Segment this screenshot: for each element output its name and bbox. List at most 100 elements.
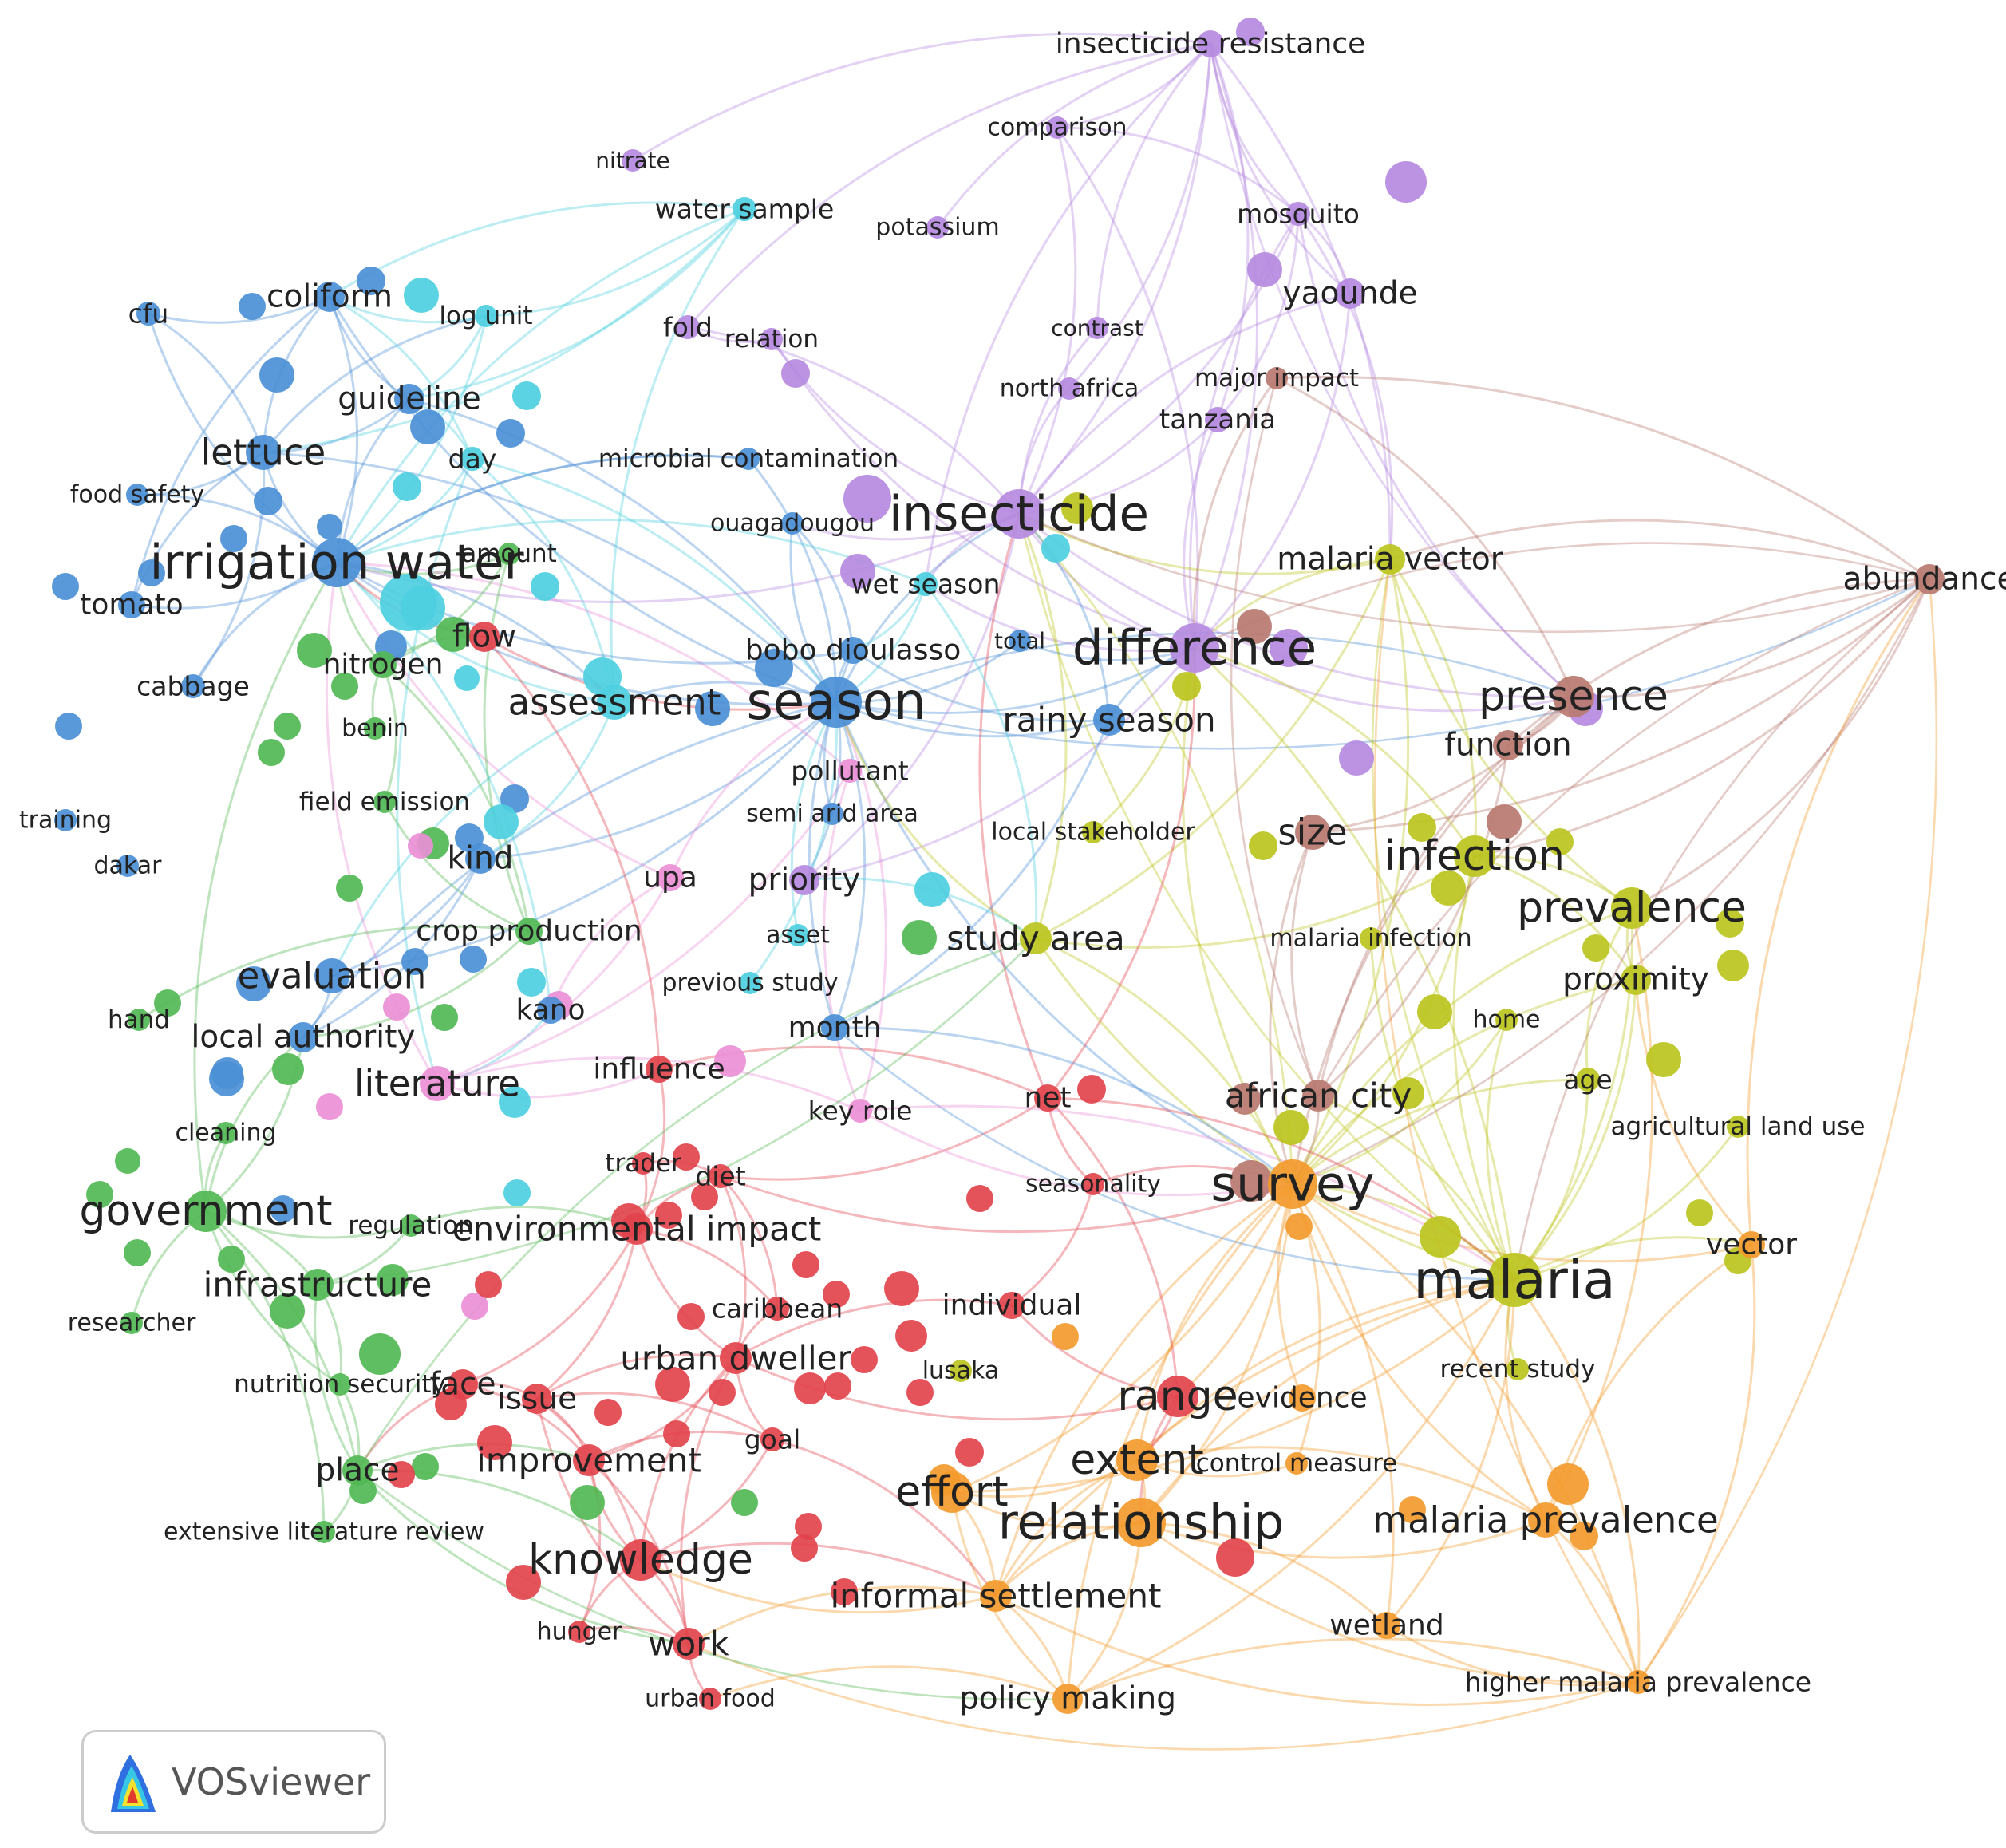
keyword-node[interactable] bbox=[404, 278, 439, 313]
node-work[interactable] bbox=[673, 1628, 705, 1660]
node-previous-study[interactable] bbox=[739, 972, 761, 994]
keyword-node[interactable] bbox=[655, 1202, 682, 1229]
node-field-emission[interactable] bbox=[373, 791, 396, 813]
node-environmental-impact[interactable] bbox=[621, 1213, 653, 1245]
node-benin[interactable] bbox=[364, 717, 386, 740]
node-proximity[interactable] bbox=[1621, 965, 1651, 995]
node-contrast[interactable] bbox=[1086, 317, 1108, 339]
keyword-node[interactable] bbox=[1547, 1463, 1589, 1505]
keyword-node[interactable] bbox=[695, 691, 730, 726]
node-hand[interactable] bbox=[128, 1009, 150, 1031]
keyword-node[interactable] bbox=[1546, 828, 1574, 855]
keyword-node[interactable] bbox=[55, 713, 82, 740]
node-month[interactable] bbox=[821, 1014, 848, 1041]
node-north-africa[interactable] bbox=[1058, 377, 1080, 400]
keyword-node[interactable] bbox=[377, 1264, 409, 1296]
keyword-node[interactable] bbox=[359, 1333, 401, 1375]
node-coliform[interactable] bbox=[314, 282, 345, 312]
node-age[interactable] bbox=[1576, 1068, 1600, 1092]
node-evidence[interactable] bbox=[1289, 1384, 1316, 1412]
keyword-node[interactable] bbox=[1041, 534, 1070, 563]
keyword-node[interactable] bbox=[357, 267, 385, 295]
node-goal[interactable] bbox=[760, 1427, 784, 1451]
keyword-node[interactable] bbox=[477, 1425, 512, 1460]
node-presence[interactable] bbox=[1553, 676, 1594, 717]
node-tomato[interactable] bbox=[118, 591, 145, 618]
node-relationship[interactable] bbox=[1116, 1498, 1166, 1547]
node-nitrogen[interactable] bbox=[369, 651, 397, 678]
node-regulation[interactable] bbox=[400, 1214, 422, 1237]
node-training[interactable] bbox=[54, 809, 77, 831]
keyword-node[interactable] bbox=[1717, 950, 1749, 981]
keyword-node[interactable] bbox=[1716, 909, 1744, 938]
node-nitrate[interactable] bbox=[622, 149, 644, 172]
keyword-node[interactable] bbox=[731, 1489, 758, 1516]
keyword-node[interactable] bbox=[673, 1143, 700, 1171]
keyword-node[interactable] bbox=[655, 1367, 690, 1402]
keyword-node[interactable] bbox=[297, 633, 332, 668]
node-abundance[interactable] bbox=[1914, 564, 1945, 594]
node-upa[interactable] bbox=[657, 864, 684, 891]
node-flow[interactable] bbox=[469, 622, 500, 652]
node-african-city[interactable] bbox=[1302, 1080, 1334, 1112]
keyword-node[interactable] bbox=[331, 673, 358, 700]
keyword-node[interactable] bbox=[259, 357, 294, 393]
keyword-node[interactable] bbox=[1399, 1496, 1426, 1523]
node-informal-settlement[interactable] bbox=[980, 1580, 1012, 1612]
keyword-node[interactable] bbox=[1385, 161, 1427, 203]
node-asset[interactable] bbox=[787, 924, 809, 946]
node-log-unit[interactable] bbox=[475, 305, 497, 327]
node-lusaka[interactable] bbox=[950, 1360, 972, 1382]
keyword-node[interactable] bbox=[1417, 994, 1452, 1029]
node-researcher[interactable] bbox=[120, 1312, 143, 1334]
node-vector[interactable] bbox=[1738, 1231, 1765, 1258]
node-major-impact[interactable] bbox=[1266, 367, 1288, 389]
keyword-node[interactable] bbox=[393, 472, 421, 501]
keyword-node[interactable] bbox=[154, 989, 181, 1017]
node-function[interactable] bbox=[1493, 730, 1523, 760]
keyword-node[interactable] bbox=[755, 649, 793, 687]
node-evaluation[interactable] bbox=[314, 958, 349, 993]
keyword-node[interactable] bbox=[383, 993, 410, 1021]
keyword-node[interactable] bbox=[594, 1399, 622, 1426]
keyword-node[interactable] bbox=[408, 833, 433, 859]
keyword-node[interactable] bbox=[1236, 18, 1265, 46]
node-effort[interactable] bbox=[931, 1471, 973, 1513]
keyword-node[interactable] bbox=[1431, 871, 1466, 906]
node-control-measure[interactable] bbox=[1285, 1452, 1308, 1475]
node-potassium[interactable] bbox=[926, 216, 949, 239]
keyword-node[interactable] bbox=[831, 1578, 858, 1605]
node-literature[interactable] bbox=[420, 1066, 455, 1101]
node-malaria-vector[interactable] bbox=[1375, 544, 1405, 575]
keyword-node[interactable] bbox=[906, 1379, 934, 1406]
node-local-authority[interactable] bbox=[288, 1022, 318, 1052]
keyword-node[interactable] bbox=[824, 1372, 851, 1400]
keyword-node[interactable] bbox=[138, 559, 165, 586]
keyword-node[interactable] bbox=[1646, 1042, 1681, 1077]
keyword-node[interactable] bbox=[218, 1246, 245, 1273]
node-comparison[interactable] bbox=[1046, 116, 1068, 139]
keyword-node[interactable] bbox=[966, 1185, 993, 1212]
keyword-node[interactable] bbox=[884, 1271, 919, 1306]
node-day[interactable] bbox=[460, 447, 484, 471]
keyword-node[interactable] bbox=[1061, 492, 1093, 524]
keyword-node[interactable] bbox=[1420, 1216, 1461, 1258]
keyword-node[interactable] bbox=[781, 359, 810, 388]
keyword-node[interactable] bbox=[52, 573, 79, 600]
keyword-node[interactable] bbox=[1570, 1522, 1598, 1550]
keyword-node[interactable] bbox=[236, 966, 271, 1001]
node-tanzania[interactable] bbox=[1205, 407, 1230, 432]
keyword-node[interactable] bbox=[843, 475, 891, 523]
keyword-node[interactable] bbox=[316, 1093, 343, 1120]
node-trader[interactable] bbox=[632, 1152, 654, 1175]
keyword-node[interactable] bbox=[274, 713, 301, 740]
keyword-node[interactable] bbox=[484, 804, 519, 839]
keyword-node[interactable] bbox=[1270, 629, 1308, 667]
keyword-node[interactable] bbox=[851, 1346, 878, 1373]
node-priority[interactable] bbox=[789, 865, 819, 895]
keyword-node[interactable] bbox=[272, 1053, 304, 1085]
keyword-node[interactable] bbox=[258, 739, 285, 766]
node-extent[interactable] bbox=[1116, 1439, 1158, 1481]
node-hunger[interactable] bbox=[568, 1621, 590, 1643]
keyword-node[interactable] bbox=[709, 1379, 736, 1406]
